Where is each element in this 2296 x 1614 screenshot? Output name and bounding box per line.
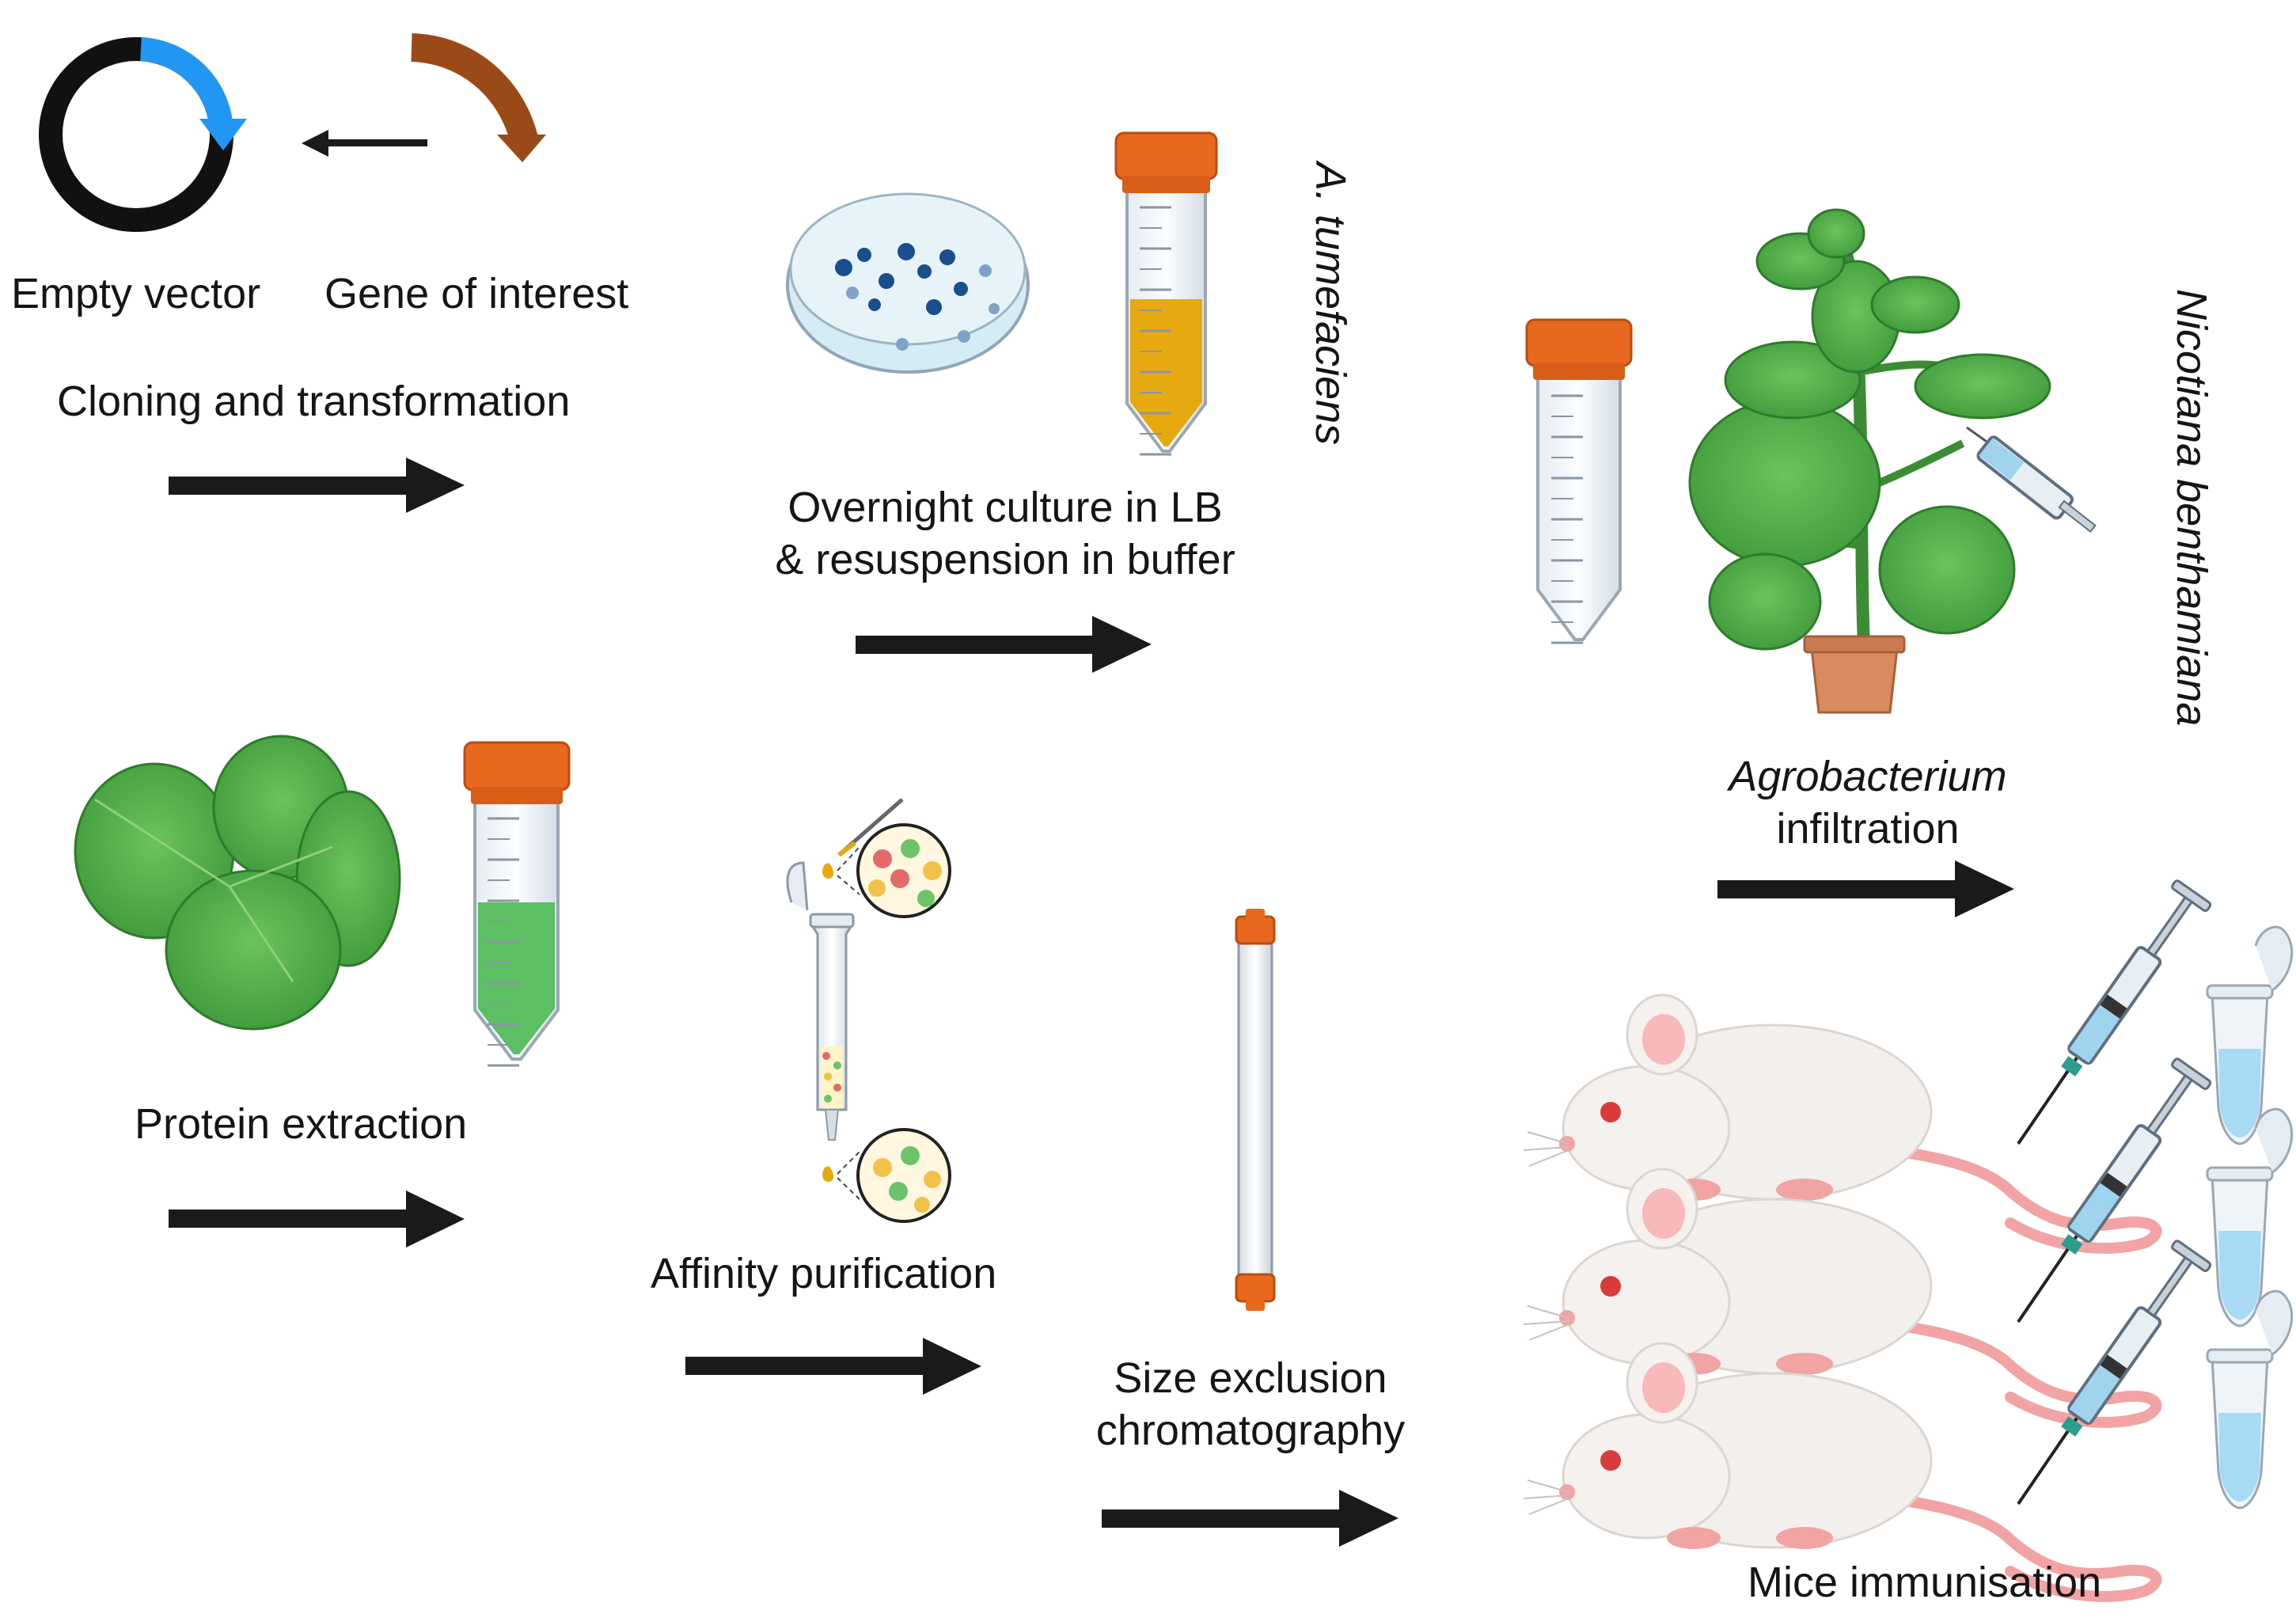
cloning-label: Cloning and transformation [57, 378, 571, 425]
arrow-protein [169, 1191, 465, 1248]
empty-vector-label: Empty vector [11, 270, 261, 317]
overnight-label-line1: Overnight culture in LB [787, 484, 1223, 531]
sec-label-line1: Size exclusion [1114, 1354, 1387, 1402]
affinity-purification-label: Affinity purification [651, 1250, 997, 1297]
vector-plasmid-icon [39, 37, 247, 232]
nicotiana-plant-icon [1688, 208, 2051, 714]
infiltration-syringe-icon [1966, 426, 2097, 534]
gene-of-interest-icon [410, 33, 546, 162]
arrow-agro [1717, 860, 2014, 917]
arrow-cloning [169, 458, 465, 513]
protein-extraction-label: Protein extraction [135, 1100, 468, 1148]
arrow-gene-to-vector [302, 130, 427, 157]
resuspension-tube-icon [1525, 318, 1633, 644]
nicotiana-label: Nicotiana benthamiana [2168, 289, 2215, 727]
culture-tube-icon [1114, 131, 1218, 456]
extract-tube-icon [463, 741, 571, 1067]
mice-immunisation-label: Mice immunisation [1748, 1559, 2102, 1606]
eppendorf-3-icon [2206, 1289, 2294, 1510]
leaves-icon [74, 735, 401, 1031]
syringe-1-icon [2017, 878, 2214, 1145]
syringe-2-icon [2017, 1056, 2214, 1323]
overnight-label-line2: & resuspension in buffer [775, 536, 1235, 583]
affinity-column-icon [786, 798, 951, 1223]
arrow-sec [1102, 1490, 1398, 1547]
petri-dish-icon [786, 192, 1030, 374]
sec-label-line2: chromatography [1095, 1407, 1406, 1454]
sec-column-icon [1235, 909, 1276, 1311]
agrobacterium-label: Agrobacterium [1729, 753, 2007, 800]
gene-of-interest-label: Gene of interest [324, 270, 629, 317]
a-tumefaciens-label: A. tumefaciens [1307, 162, 1354, 446]
arrow-overnight [856, 616, 1152, 673]
arrow-affinity [685, 1338, 981, 1395]
infiltration-label: infiltration [1776, 805, 1960, 853]
